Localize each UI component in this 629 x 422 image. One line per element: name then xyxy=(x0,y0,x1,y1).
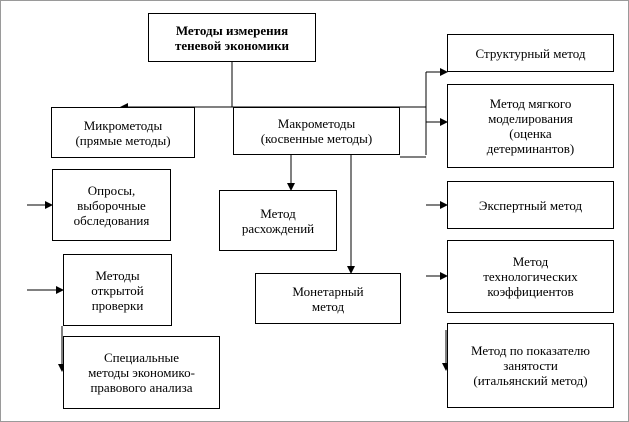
macro-methods-box: Макрометоды (косвенные методы) xyxy=(233,107,400,155)
employment-method-box: Метод по показателю занятости (итальянск… xyxy=(447,323,614,408)
surveys-box: Опросы, выборочные обследования xyxy=(52,169,171,241)
structural-method-box: Структурный метод xyxy=(447,34,614,72)
special-analysis-box: Специальные методы экономико- правового … xyxy=(63,336,220,409)
open-audit-box: Методы открытой проверки xyxy=(63,254,172,326)
technological-coefficients-box: Метод технологических коэффициентов xyxy=(447,240,614,313)
micro-methods-box: Микрометоды (прямые методы) xyxy=(51,107,195,158)
soft-modeling-method-box: Метод мягкого моделирования (оценка дете… xyxy=(447,84,614,168)
root-box: Методы измерения теневой экономики xyxy=(148,13,316,62)
discrepancy-method-box: Метод расхождений xyxy=(219,190,337,251)
expert-method-box: Экспертный метод xyxy=(447,181,614,229)
monetary-method-box: Монетарный метод xyxy=(255,273,401,324)
